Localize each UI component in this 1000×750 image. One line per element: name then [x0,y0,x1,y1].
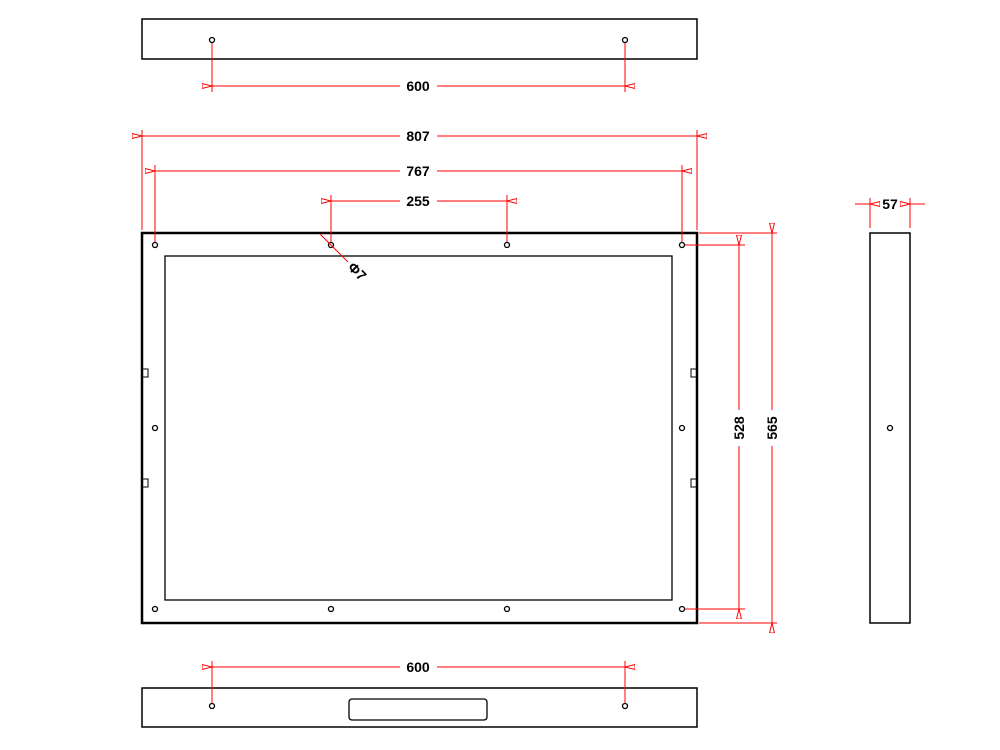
mounting-hole [208,36,216,44]
side-tab [690,478,698,488]
dimension-label-diameter: Φ7 [345,259,370,284]
side-tab [690,368,698,378]
dimension-label-767: 767 [406,163,430,179]
mounting-hole [208,702,216,710]
dimension-label-807: 807 [406,128,430,144]
front-view: 807 767 255 Φ7 528 565 [142,128,780,623]
mounting-hole [621,36,629,44]
bottom-bar-outline [141,687,698,728]
side-view: 57 [855,196,925,624]
dimension-label-57: 57 [882,196,898,212]
mounting-hole [886,424,894,432]
side-tab [141,478,149,488]
frame-holes [151,241,686,613]
dimension-label-600: 600 [406,78,430,94]
bottom-view: 600 [141,659,698,728]
dimension-label-255: 255 [406,193,430,209]
side-tab [141,368,149,378]
mounting-hole [621,702,629,710]
top-view: 600 [141,18,698,94]
dimension-label-528: 528 [731,416,747,440]
dimension-label-565: 565 [764,416,780,440]
frame-outline [140,231,699,625]
dimension-label-600-bottom: 600 [406,659,430,675]
top-bar-outline [141,18,698,60]
cable-slot [348,698,488,721]
side-outline [869,232,911,624]
display-opening [164,255,673,601]
